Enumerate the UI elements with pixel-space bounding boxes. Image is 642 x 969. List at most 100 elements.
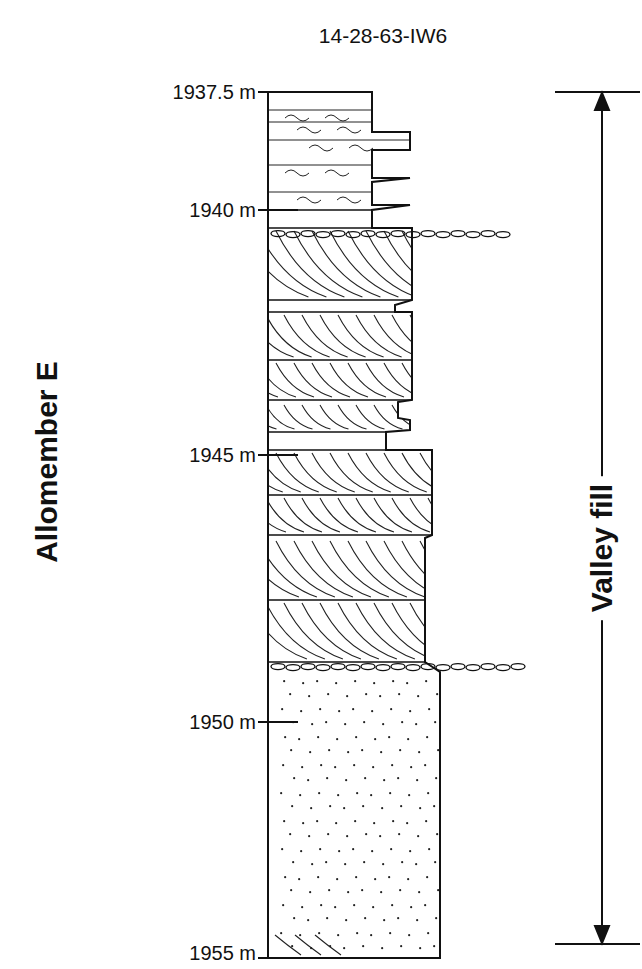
cross-bed — [338, 315, 384, 357]
cross-bed — [330, 363, 368, 397]
sand-dot — [335, 682, 337, 684]
cross-bed — [258, 363, 296, 397]
bed-boundary — [268, 299, 412, 301]
bed-boundary — [268, 599, 425, 601]
cross-bed — [276, 231, 344, 297]
cross-bed — [248, 405, 277, 429]
sand-dot — [363, 721, 365, 723]
sand-dot — [435, 917, 437, 919]
sand-dot — [372, 766, 374, 768]
sand-dot — [362, 805, 364, 807]
cross-bed — [315, 935, 341, 955]
cross-bed — [302, 405, 331, 429]
cross-bed — [446, 405, 475, 429]
cross-bed — [428, 498, 466, 532]
cross-bed — [392, 603, 451, 659]
pebble — [271, 231, 285, 237]
pebble — [421, 664, 435, 670]
sand-dot — [401, 721, 403, 723]
sand-dot — [364, 777, 366, 779]
sand-dot — [309, 751, 311, 753]
pebble — [301, 664, 315, 670]
cross-bed — [356, 405, 385, 429]
pebble — [406, 232, 420, 238]
cross-bed — [402, 541, 461, 597]
sand-dot — [289, 833, 291, 835]
sand-dot — [371, 850, 373, 852]
sand-dot — [356, 792, 358, 794]
sand-dot — [307, 919, 309, 921]
sand-dot — [353, 764, 355, 766]
sand-dot — [364, 917, 366, 919]
pebble — [346, 665, 360, 671]
sand-dot — [326, 917, 328, 919]
cross-bed — [276, 363, 314, 397]
sand-dot — [299, 934, 301, 936]
cross-bed — [420, 541, 479, 597]
sand-dot — [298, 878, 300, 880]
sand-dot — [419, 947, 421, 949]
interval-label: Valley fill — [585, 476, 619, 620]
sand-dot — [334, 766, 336, 768]
sand-dot — [329, 805, 331, 807]
sand-dot — [335, 822, 337, 824]
cross-bed — [374, 498, 412, 532]
sand-dot — [301, 766, 303, 768]
sand-dot — [293, 777, 295, 779]
sand-dot — [353, 904, 355, 906]
sand-dot — [415, 723, 417, 725]
sand-dot — [391, 764, 393, 766]
depth-tick — [258, 957, 298, 959]
cross-bed — [420, 231, 488, 297]
cross-bed — [428, 603, 487, 659]
bed-boundary — [268, 534, 432, 536]
sand-dot — [436, 693, 438, 695]
bed-boundaries — [268, 210, 432, 662]
sand-dot — [354, 680, 356, 682]
pebble — [361, 231, 375, 237]
pebble — [481, 231, 495, 237]
ripple — [297, 127, 321, 133]
cross-bed — [348, 541, 407, 597]
sand-dot — [407, 738, 409, 740]
cross-bed — [248, 315, 294, 357]
cross-bed — [338, 603, 397, 659]
cross-bed — [312, 541, 371, 597]
sand-dot — [388, 876, 390, 878]
cross-bed — [312, 363, 350, 397]
sand-dot — [363, 861, 365, 863]
sand-dot — [437, 749, 439, 751]
sand-dot — [316, 680, 318, 682]
sand-dot — [328, 889, 330, 891]
cross-bed — [438, 541, 497, 597]
sand-dot — [328, 749, 330, 751]
sand-dot — [390, 708, 392, 710]
bed-boundary — [268, 311, 412, 313]
cross-bed — [338, 405, 367, 429]
sand-dot — [390, 848, 392, 850]
cross-bed — [402, 363, 440, 397]
sand-dot — [327, 693, 329, 695]
pebble — [271, 664, 285, 670]
sand-dot — [325, 721, 327, 723]
sand-dot — [374, 878, 376, 880]
bed-boundary — [268, 359, 412, 361]
cross-bed — [330, 541, 389, 597]
sand-dot — [370, 794, 372, 796]
sand-dot — [343, 807, 345, 809]
cross-bed — [438, 453, 481, 492]
ripple — [325, 115, 349, 121]
cross-bed — [392, 498, 430, 532]
pebble — [316, 232, 330, 238]
pebble — [301, 231, 315, 237]
depth-label: 1955 m — [189, 942, 256, 965]
sand-dot — [318, 792, 320, 794]
sand-dot — [299, 794, 301, 796]
sand-dot — [334, 906, 336, 908]
sand-dot — [407, 878, 409, 880]
cross-bed — [410, 498, 448, 532]
cross-bed — [446, 315, 492, 357]
sand-dot — [410, 766, 412, 768]
sand-dot — [381, 947, 383, 949]
sand-dot — [418, 891, 420, 893]
